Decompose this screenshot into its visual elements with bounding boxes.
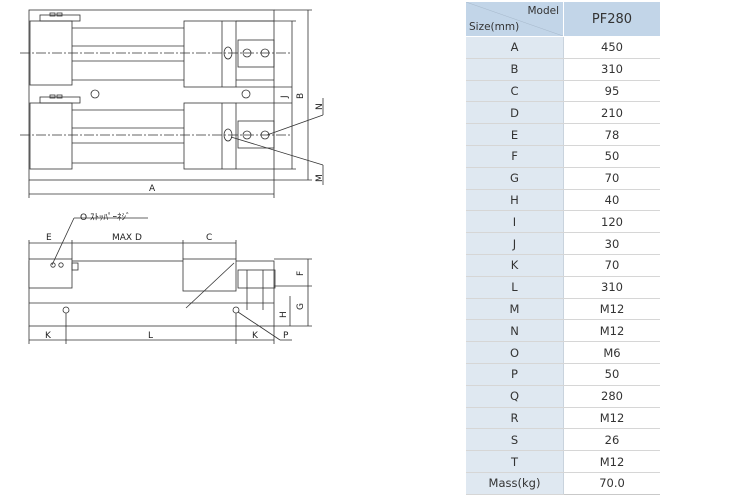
size-value-cell: 210 <box>563 101 660 125</box>
size-value-cell: 280 <box>563 385 660 408</box>
dim-label-N: N <box>315 103 325 110</box>
dim-label-max-D: MAX D <box>112 233 142 243</box>
size-value-cell: M12 <box>563 407 660 430</box>
dim-label-B: B <box>296 93 306 99</box>
dim-label-K-right: K <box>252 331 259 341</box>
model-header-label: Model <box>527 5 559 17</box>
size-key-cell: A <box>466 36 564 59</box>
size-value-cell: 310 <box>563 276 660 299</box>
size-key-cell: S <box>466 428 564 452</box>
size-key-cell: R <box>466 407 564 430</box>
size-key-cell: F <box>466 145 564 168</box>
size-value-cell: M12 <box>563 298 660 321</box>
size-key-cell: J <box>466 232 564 255</box>
size-key-cell: O <box>466 341 564 364</box>
dim-label-G: G <box>296 303 306 310</box>
size-value-cell: 78 <box>563 123 660 146</box>
size-value-cell: 95 <box>563 80 660 103</box>
size-value-cell: 70.0 <box>563 472 660 495</box>
dim-label-A: A <box>149 184 156 194</box>
size-key-cell: N <box>466 319 564 343</box>
size-value-cell: 50 <box>563 145 660 168</box>
size-value-cell: M12 <box>563 319 660 343</box>
dim-label-E: E <box>46 233 52 243</box>
size-key-cell: Q <box>466 385 564 408</box>
size-value-cell: 26 <box>563 428 660 452</box>
size-value-cell: 450 <box>563 36 660 59</box>
size-key-cell: L <box>466 276 564 299</box>
size-value-cell: M12 <box>563 450 660 473</box>
size-key-cell: E <box>466 123 564 146</box>
size-value-cell: 30 <box>563 232 660 255</box>
size-key-cell: C <box>466 80 564 103</box>
table-header-row: Model Size(mm) PF280 <box>466 2 660 37</box>
size-value-cell: 70 <box>563 167 660 190</box>
table-row: Mass(kg)70.0 <box>466 472 660 495</box>
size-value-cell: 70 <box>563 254 660 277</box>
size-value-cell: M6 <box>563 341 660 364</box>
size-value-cell: 50 <box>563 363 660 386</box>
top-view <box>20 9 324 198</box>
dim-label-H: H <box>279 311 289 318</box>
dim-label-P: P <box>283 331 289 341</box>
size-value-cell: 40 <box>563 189 660 212</box>
technical-drawing: A B J N M O ｽﾄｯﾊﾟｰﾈｼﾞ E MAX D C F G H K … <box>20 9 325 344</box>
dim-label-K-left: K <box>45 331 52 341</box>
size-value-cell: 120 <box>563 210 660 234</box>
size-key-cell: H <box>466 189 564 212</box>
size-key-cell: T <box>466 450 564 473</box>
dim-label-J: J <box>280 95 290 99</box>
header-corner-cell: Model Size(mm) <box>466 2 564 37</box>
size-header-label: Size(mm) <box>469 21 520 33</box>
size-key-cell: I <box>466 210 564 234</box>
size-key-cell: B <box>466 58 564 81</box>
model-name-cell: PF280 <box>563 2 660 37</box>
note-O-stopper-screw: O ｽﾄｯﾊﾟｰﾈｼﾞ <box>80 212 130 223</box>
size-key-cell: Mass(kg) <box>466 472 564 495</box>
size-value-cell: 310 <box>563 58 660 81</box>
dim-label-F: F <box>296 271 306 276</box>
size-key-cell: M <box>466 298 564 321</box>
size-key-cell: D <box>466 101 564 125</box>
dim-label-L: L <box>148 331 153 341</box>
size-key-cell: K <box>466 254 564 277</box>
size-key-cell: P <box>466 363 564 386</box>
side-view <box>28 217 312 344</box>
dim-label-M: M <box>315 174 325 182</box>
dim-label-C: C <box>206 233 212 243</box>
size-key-cell: G <box>466 167 564 190</box>
